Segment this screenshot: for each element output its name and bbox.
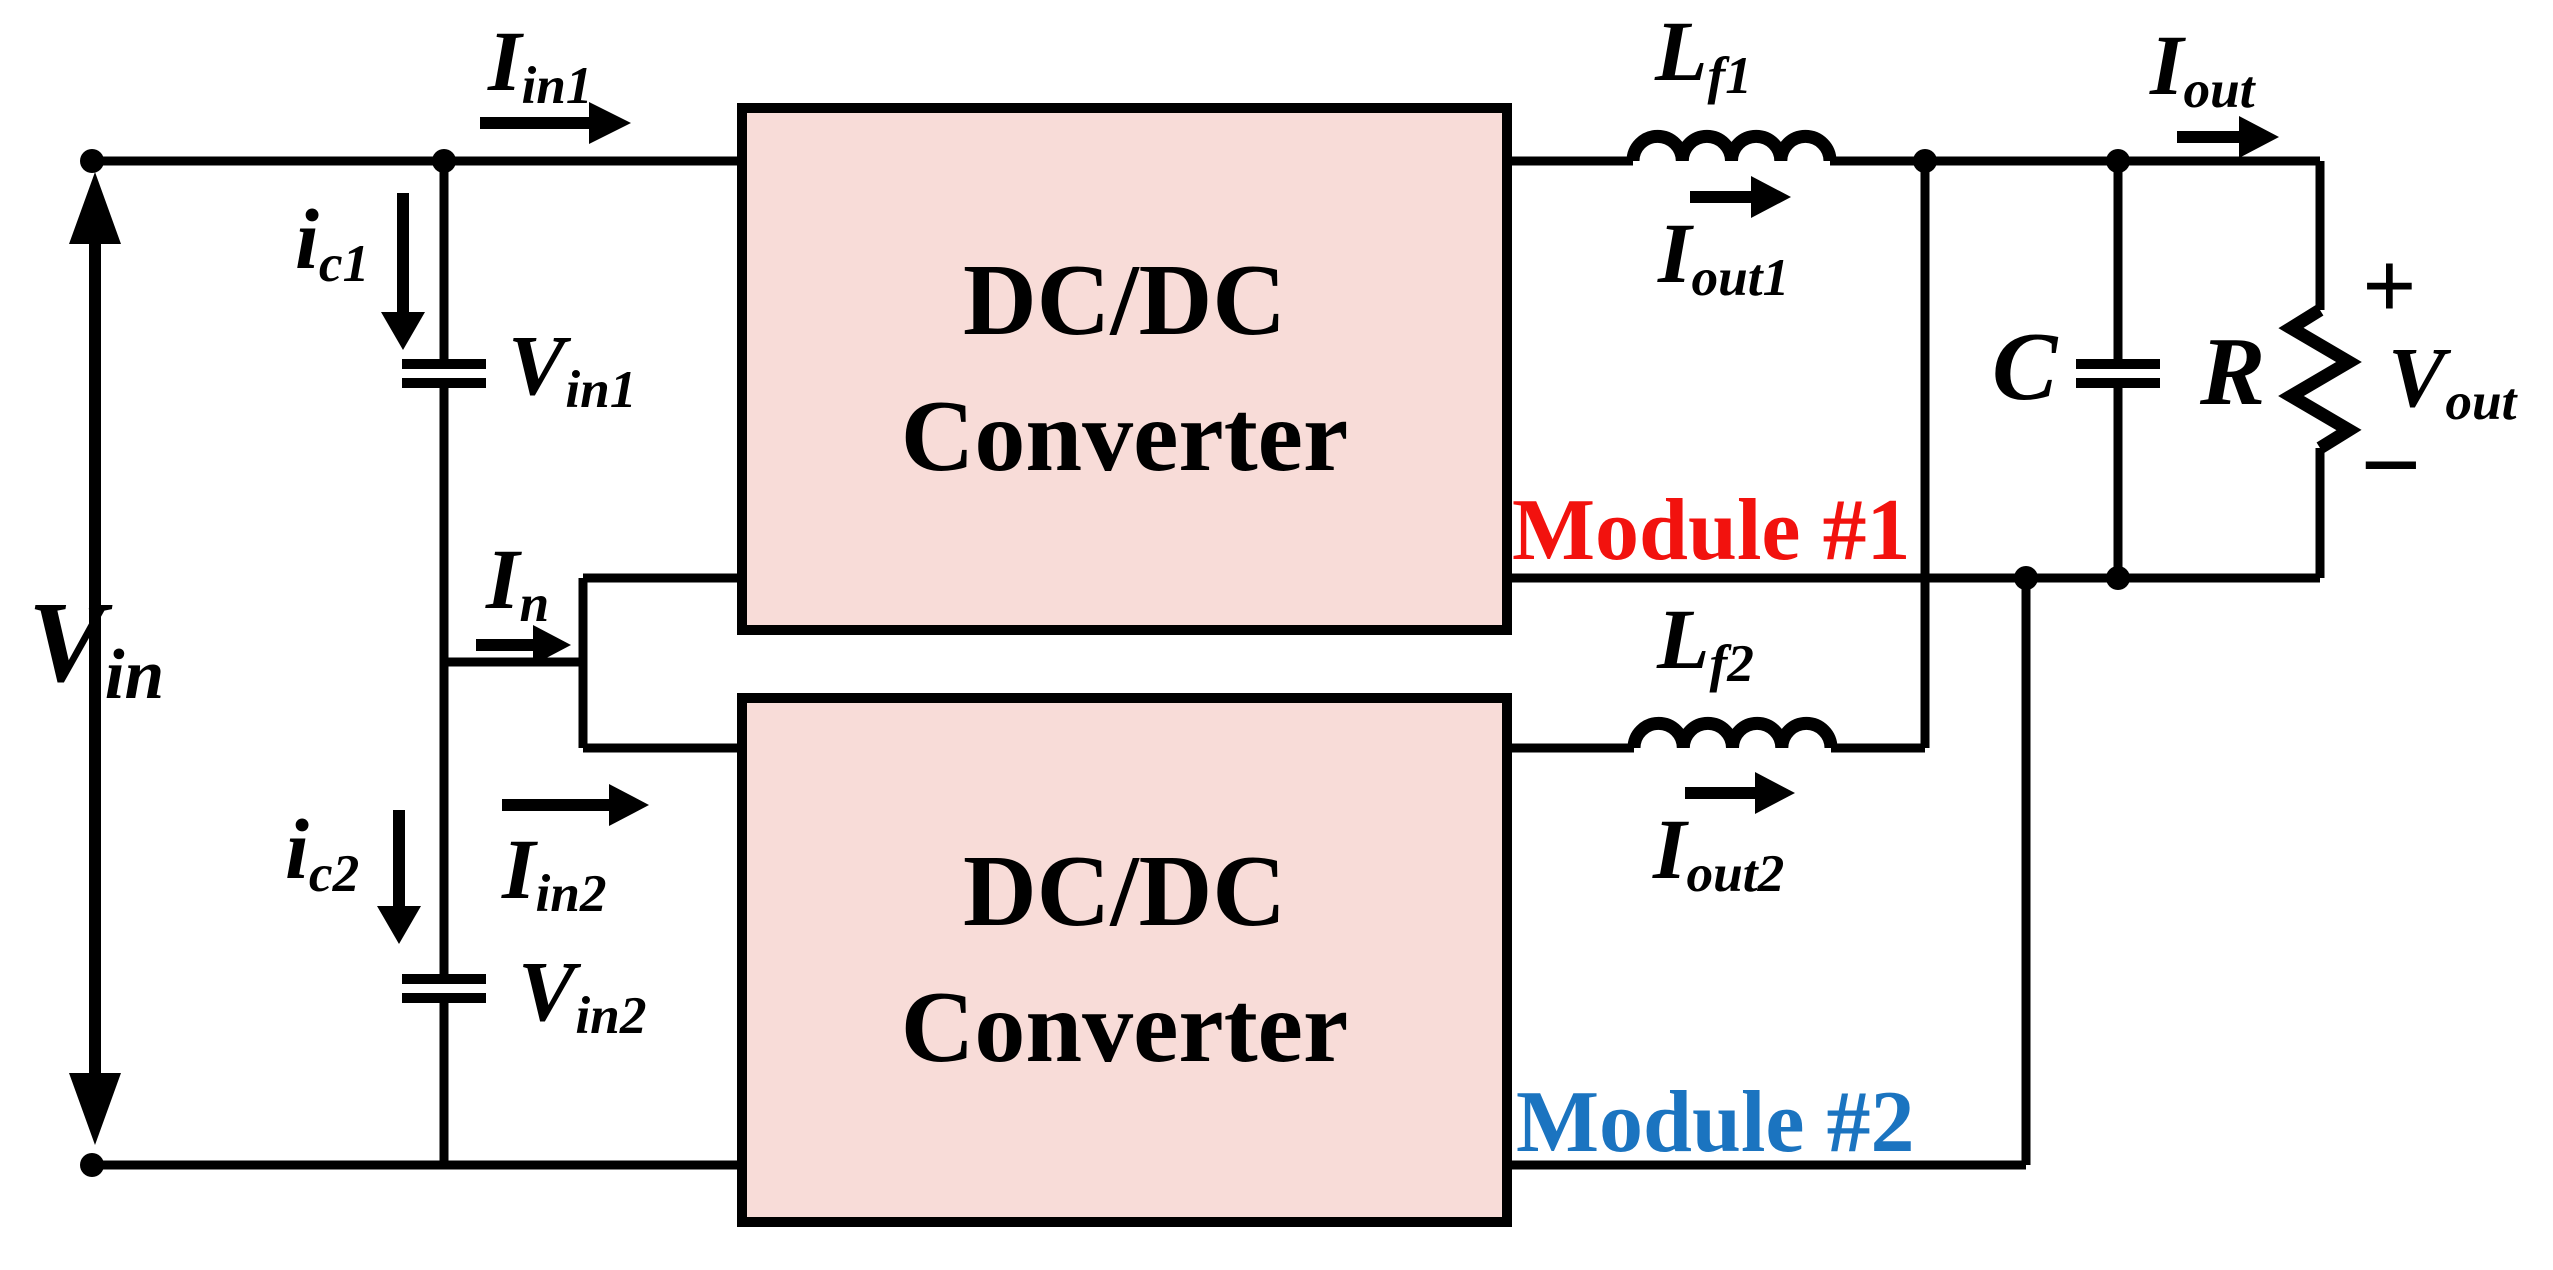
module2-text: DC/DC Converter xyxy=(742,698,1507,1222)
label-iin2: Iin2 xyxy=(502,821,607,923)
label-lf2: Lf2 xyxy=(1657,591,1754,693)
input-capacitor-chain xyxy=(402,161,486,1165)
module1-line1: DC/DC xyxy=(963,244,1286,357)
label-iout2: Iout2 xyxy=(1653,801,1785,903)
in-arrow xyxy=(476,625,571,665)
ic2-arrow xyxy=(377,810,421,944)
module2-line2: Converter xyxy=(900,971,1349,1084)
label-in: In xyxy=(486,531,550,633)
label-vin1: Vin1 xyxy=(508,317,637,419)
vin-arrow xyxy=(69,172,121,1145)
label-ic1: ic1 xyxy=(295,191,370,293)
iout2-arrow xyxy=(1685,772,1795,814)
vin-arrowhead-up xyxy=(69,172,121,244)
label-iin1: Iin1 xyxy=(488,13,593,115)
label-vin: Vin xyxy=(28,579,165,715)
inductor-lf2 xyxy=(1627,716,1838,749)
resistor-r xyxy=(2278,161,2362,578)
iin2-arrow xyxy=(502,784,649,826)
ic1-arrow xyxy=(381,193,425,350)
capacitor-vin2 xyxy=(402,974,486,1003)
resistor-zigzag xyxy=(2278,304,2362,454)
label-ic2: ic2 xyxy=(285,801,360,903)
module2-output-path xyxy=(1512,161,2031,1170)
iin1-arrow xyxy=(480,102,631,144)
inductor-lf1 xyxy=(1626,129,1837,162)
label-iout: Iout xyxy=(2150,17,2255,119)
label-vout: Vout xyxy=(2388,329,2517,431)
label-iout1: Iout1 xyxy=(1658,205,1790,307)
label-vin2: Vin2 xyxy=(518,943,647,1045)
label-c: C xyxy=(1992,313,2058,421)
label-lf1: Lf1 xyxy=(1655,3,1752,105)
module1-tag: Module #1 xyxy=(1512,482,1911,579)
module2-tag: Module #2 xyxy=(1516,1074,1915,1171)
iout-arrow xyxy=(2177,116,2279,158)
module1-output-path xyxy=(1512,129,2320,583)
module1-text: DC/DC Converter xyxy=(742,108,1507,630)
iout1-arrow xyxy=(1690,176,1791,218)
label-r: R xyxy=(2200,318,2266,426)
capacitor-vin1 xyxy=(402,359,486,388)
module2-box xyxy=(737,693,1512,1227)
module2-line1: DC/DC xyxy=(963,835,1286,948)
junction-dots xyxy=(80,149,2130,1177)
input-rails xyxy=(92,156,737,1170)
module1-line2: Converter xyxy=(900,380,1349,493)
in-branch xyxy=(444,573,737,753)
label-plus: + xyxy=(2362,232,2417,339)
label-minus: − xyxy=(2360,406,2422,525)
module1-box xyxy=(737,103,1512,635)
vin-arrowhead-down xyxy=(69,1073,121,1145)
capacitor-c xyxy=(2076,161,2160,578)
